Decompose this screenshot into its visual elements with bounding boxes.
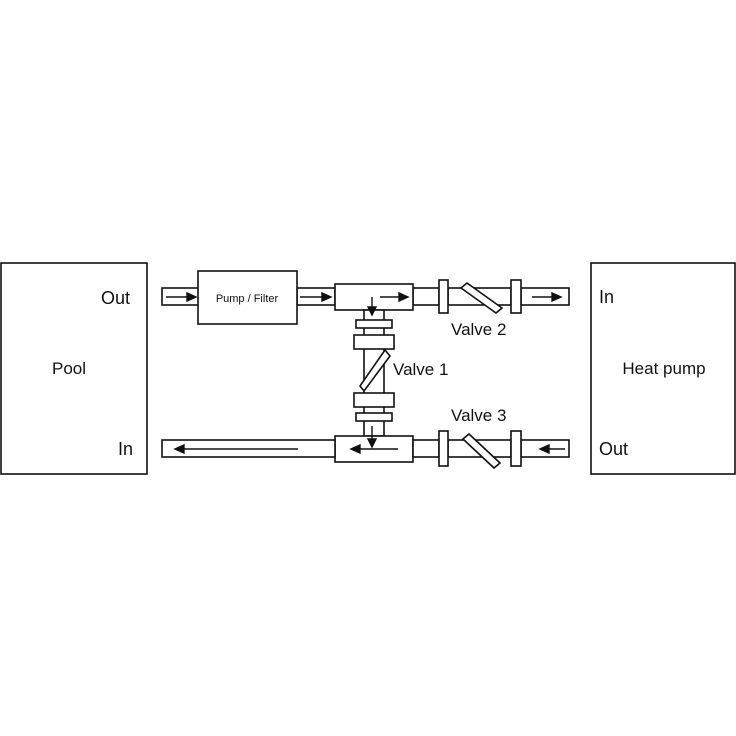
valve2-disc (459, 281, 504, 315)
arrow-head-icon (321, 291, 333, 303)
pipe-top-to-valve2 (412, 287, 440, 306)
valve3-flange-right (510, 430, 522, 467)
pump-filter-label: Pump / Filter (216, 293, 279, 305)
vertical-coupling-bottom (355, 412, 393, 422)
pipe-bottom-to-valve3 (412, 439, 440, 458)
valve1-flange-bottom (353, 392, 395, 408)
arrow-head-icon (366, 438, 378, 449)
valve2-flange-right (510, 279, 522, 314)
valve1-flange-top (353, 334, 395, 350)
valve2-flange-left (438, 279, 449, 314)
arrow-head-icon (398, 291, 410, 303)
arrow-head-icon (173, 443, 185, 455)
arrow-head-icon (551, 291, 563, 303)
valve3-flange-left (438, 430, 449, 467)
arrow-head-icon (349, 443, 361, 455)
arrow-head-icon (538, 443, 550, 455)
valve3-disc (461, 432, 502, 470)
pool-label: Pool (52, 359, 86, 378)
arrow-head-icon (186, 291, 198, 303)
vertical-coupling-top (355, 319, 393, 329)
pool-in-label: In (118, 439, 133, 459)
pool-out-label: Out (101, 288, 130, 308)
heat-pump-in-label: In (599, 287, 614, 307)
flow-arrows (166, 291, 565, 455)
heat-pump-out-label: Out (599, 439, 628, 459)
valve1-disc (359, 348, 392, 393)
valve-1-label: Valve 1 (393, 360, 448, 379)
heat-pump-box (590, 262, 736, 475)
pool-box (0, 262, 148, 475)
valve-3-label: Valve 3 (451, 406, 506, 425)
arrow-head-icon (366, 306, 378, 317)
heat-pump-label: Heat pump (622, 359, 705, 378)
pump-filter-box (197, 270, 298, 325)
valve-2-label: Valve 2 (451, 320, 506, 339)
